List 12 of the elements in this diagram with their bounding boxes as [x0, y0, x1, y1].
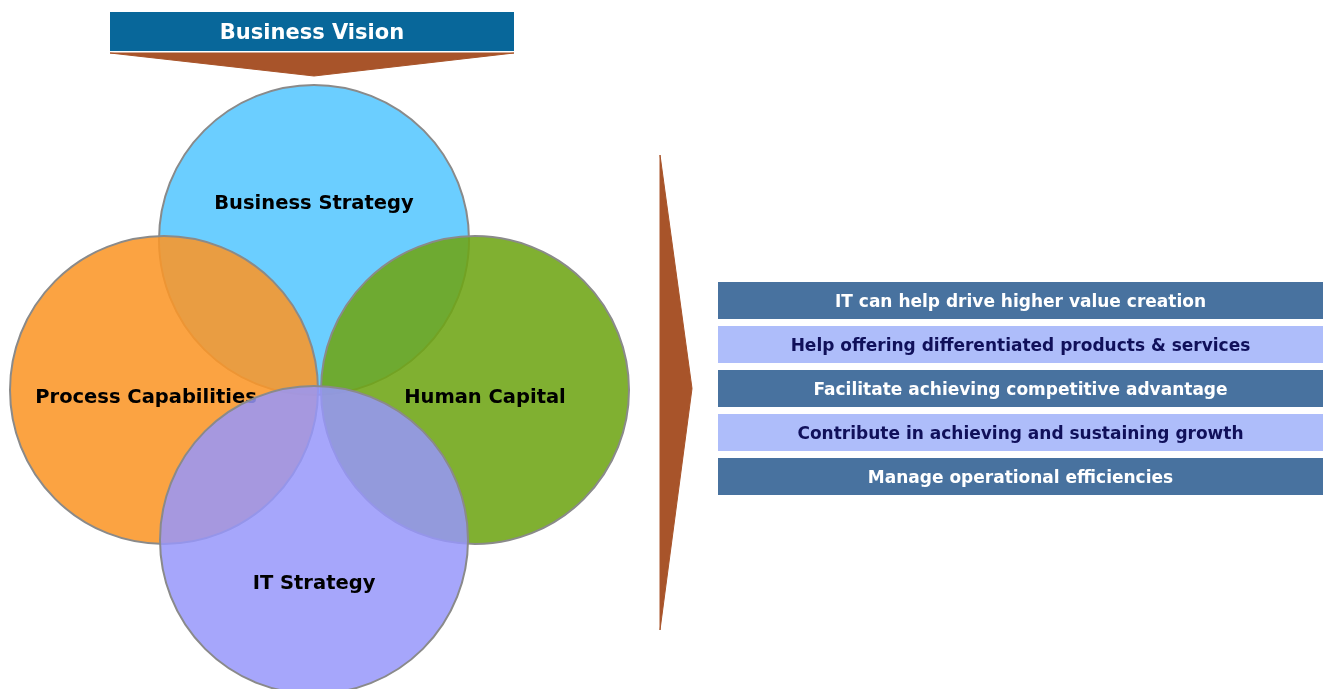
statement-bar: Manage operational efficiencies: [718, 458, 1323, 495]
statement-bar: Contribute in achieving and sustaining growth: [718, 414, 1323, 451]
statement-bar: IT can help drive higher value creation: [718, 282, 1323, 319]
circle-label: IT Strategy: [252, 570, 376, 594]
title-banner: Business Vision: [110, 12, 514, 51]
circle-label: Human Capital: [404, 384, 566, 408]
circle-label: Business Strategy: [214, 190, 414, 214]
circle-label: Process Capabilities: [35, 384, 257, 408]
chevron-arrow: [659, 154, 693, 631]
chevron-arrow: [109, 52, 515, 77]
statement-bar: Help offering differentiated products & services: [718, 326, 1323, 363]
statement-bar: Facilitate achieving competitive advantage: [718, 370, 1323, 407]
